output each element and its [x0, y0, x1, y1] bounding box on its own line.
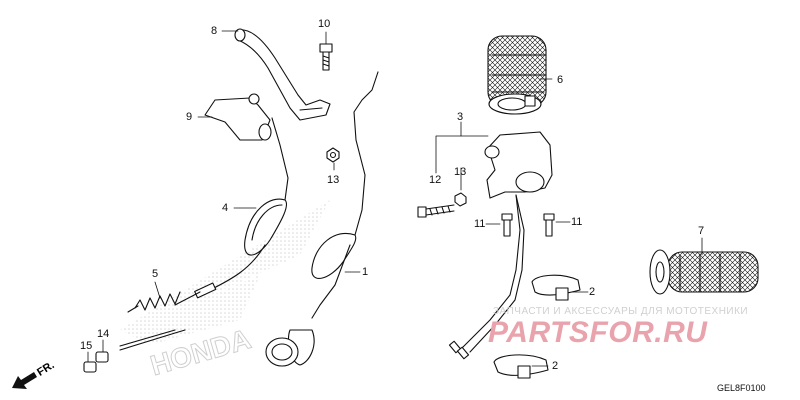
screw-part-11-right — [543, 213, 555, 237]
callout-2-upper: 2 — [589, 286, 596, 298]
callout-10: 10 — [318, 18, 331, 30]
callout-13-right: 13 — [454, 166, 467, 178]
callout-2-lower: 2 — [552, 360, 559, 372]
nut-part-13-right — [454, 192, 467, 207]
callout-15: 15 — [80, 340, 93, 352]
callout-6: 6 — [557, 74, 564, 86]
bolt-part-12 — [417, 204, 455, 218]
callout-3: 3 — [457, 111, 464, 123]
spring-part-5 — [127, 291, 181, 313]
throttle-grip-part-6 — [487, 35, 547, 115]
watermark-text: ЗАПЧАСТИ И АКСЕССУАРЫ ДЛЯ МОТОТЕХНИКИ — [493, 306, 749, 317]
callout-12: 12 — [429, 174, 442, 186]
callout-4: 4 — [222, 202, 229, 214]
callout-1: 1 — [362, 266, 369, 278]
leader-lines — [87, 30, 703, 367]
cable-part-4 — [174, 117, 289, 306]
lever-part-8 — [234, 28, 331, 121]
callout-8: 8 — [211, 25, 218, 37]
watermark-logo: PARTSFOR.RU — [488, 316, 708, 349]
callout-9: 9 — [186, 111, 193, 123]
clamp-part-2-upper — [531, 274, 581, 301]
front-arrow-icon — [12, 372, 37, 389]
switch-housing-part-3 — [448, 131, 553, 360]
callout-13-left: 13 — [327, 174, 340, 186]
diagram-code: GEL8F0100 — [717, 383, 766, 393]
throttle-cable-part-1 — [119, 71, 379, 367]
screw-part-11-left — [501, 213, 513, 237]
callout-5: 5 — [152, 268, 159, 280]
nut-part-15 — [83, 361, 97, 373]
clamp-part-2-lower — [493, 354, 549, 379]
adjuster-part-14 — [95, 351, 109, 363]
callout-11-left: 11 — [474, 218, 486, 230]
grip-part-7 — [649, 249, 759, 295]
callout-14: 14 — [97, 328, 110, 340]
callout-11-right: 11 — [571, 216, 583, 228]
lever-holder-part-9 — [204, 93, 272, 141]
callout-7: 7 — [698, 225, 705, 237]
nut-part-13-left — [326, 147, 340, 163]
bolt-part-10 — [319, 43, 333, 71]
